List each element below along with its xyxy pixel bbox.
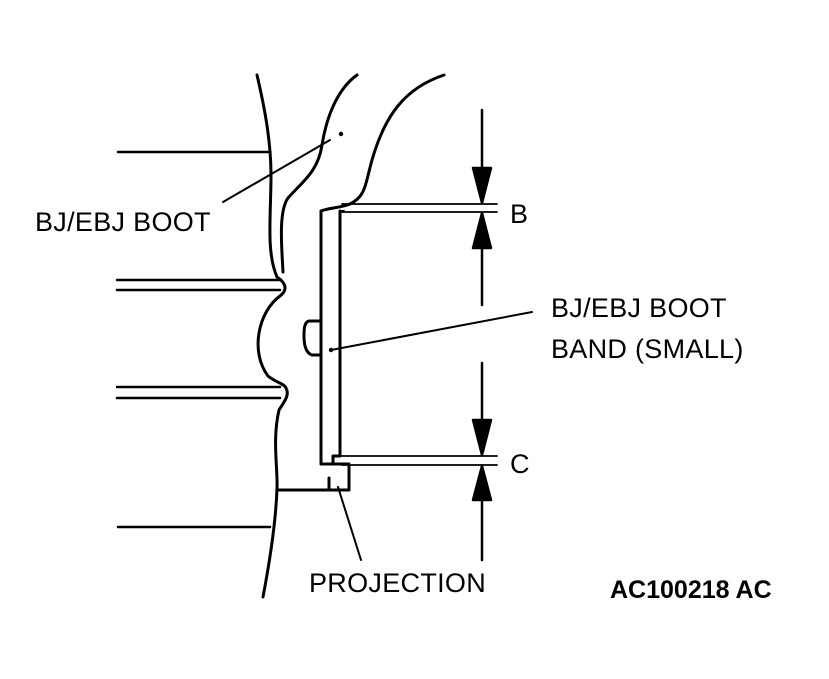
joint-housing-outline xyxy=(255,73,289,599)
boot-band-body xyxy=(319,209,342,466)
band-label-line2: BAND (SMALL) xyxy=(551,334,744,364)
projection-leader xyxy=(337,486,362,561)
dimension-b-arrows xyxy=(471,108,493,307)
boot-leader xyxy=(222,139,331,203)
projection-shape xyxy=(327,462,351,492)
projection-label: PROJECTION xyxy=(309,568,487,598)
boot-outer-contour xyxy=(319,73,446,213)
dimension-c-extension-lines xyxy=(341,455,498,466)
shaft-lines xyxy=(115,150,282,529)
dimension-b-label: B xyxy=(510,199,529,229)
dimension-c-label: C xyxy=(510,449,530,479)
band-leader xyxy=(330,311,533,351)
band-label-line1: BJ/EBJ BOOT xyxy=(551,293,727,323)
dimension-c-arrows xyxy=(471,361,493,562)
boot-inner-wall xyxy=(279,73,359,274)
figure-code: AC100218 AC xyxy=(610,576,772,604)
boot-label: BJ/EBJ BOOT xyxy=(35,207,211,237)
leader-lines xyxy=(222,131,533,561)
band-clip xyxy=(302,319,323,357)
dimension-b-extension-lines xyxy=(341,203,498,213)
